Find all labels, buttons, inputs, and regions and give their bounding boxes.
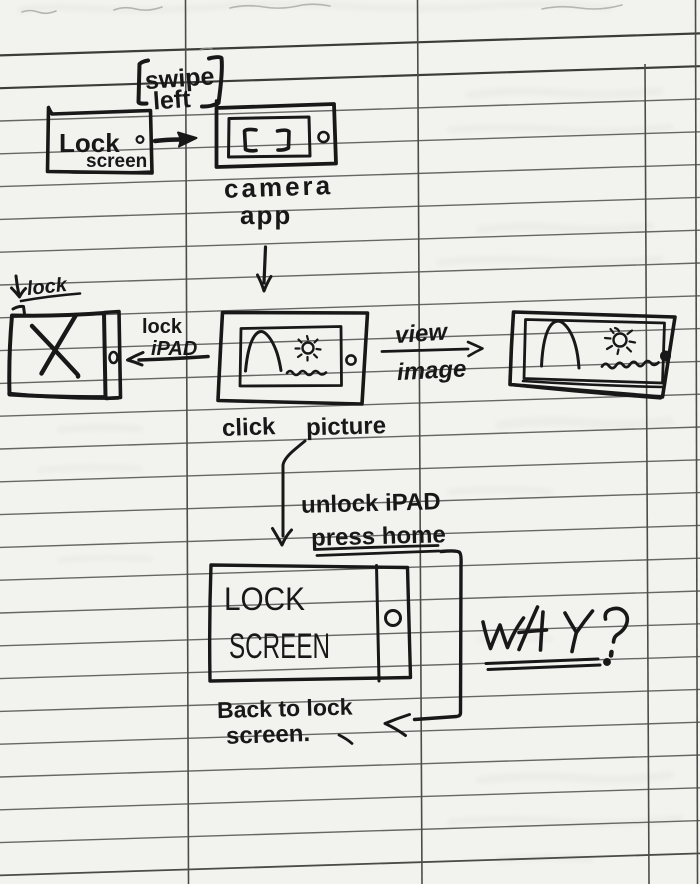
svg-text:left: left bbox=[152, 85, 192, 116]
svg-text:press home: press home bbox=[311, 521, 446, 552]
svg-text:swipe: swipe bbox=[144, 62, 215, 95]
svg-text:lock: lock bbox=[142, 316, 183, 338]
svg-text:LOCK: LOCK bbox=[224, 581, 305, 617]
svg-text:unlock iPAD: unlock iPAD bbox=[301, 488, 441, 519]
svg-text:Lock: Lock bbox=[59, 128, 120, 158]
svg-text:iPAD: iPAD bbox=[151, 338, 197, 360]
svg-text:Back to lock: Back to lock bbox=[217, 694, 353, 724]
svg-text:picture: picture bbox=[306, 412, 387, 441]
svg-text:app: app bbox=[240, 200, 292, 230]
svg-text:screen.: screen. bbox=[226, 720, 311, 750]
svg-text:lock: lock bbox=[26, 274, 69, 300]
svg-text:click: click bbox=[222, 413, 277, 442]
svg-text:camera: camera bbox=[223, 170, 333, 204]
svg-text:view: view bbox=[394, 318, 449, 349]
svg-text:SCREEN: SCREEN bbox=[229, 627, 330, 666]
svg-text:screen: screen bbox=[86, 151, 147, 172]
svg-text:image: image bbox=[396, 355, 467, 386]
